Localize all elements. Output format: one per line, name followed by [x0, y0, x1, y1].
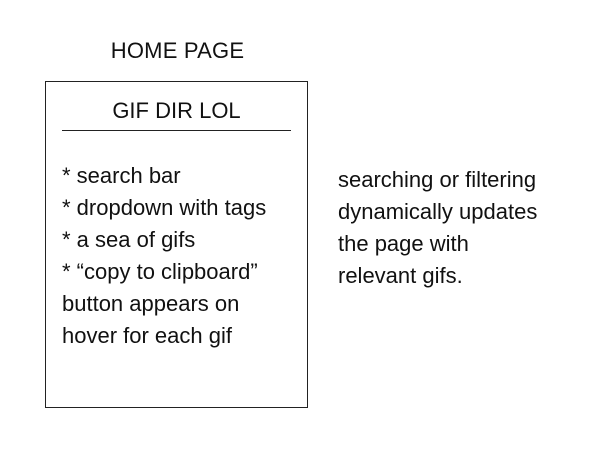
annotation-line: the page with	[338, 231, 469, 256]
page-title: HOME PAGE	[110, 38, 245, 63]
home-page-wireframe: GIF DIR LOL * search bar * dropdown with…	[45, 81, 308, 408]
annotation-line: searching or filtering	[338, 167, 537, 192]
feature-copy-button-cont-1: button appears on	[62, 291, 240, 316]
feature-gif-grid: * a sea of gifs	[62, 227, 196, 252]
annotation-line: relevant gifs.	[338, 263, 463, 288]
feature-tag-dropdown: * dropdown with tags	[62, 195, 267, 220]
behavior-annotation: searching or filtering dynamically updat…	[338, 164, 537, 292]
annotation-line: dynamically updates	[338, 199, 538, 224]
wireframe-divider	[62, 130, 291, 131]
wireframe-feature-list: * search bar * dropdown with tags * a se…	[62, 160, 266, 352]
feature-copy-button: * “copy to clipboard”	[62, 259, 258, 284]
feature-search-bar: * search bar	[62, 163, 181, 188]
feature-copy-button-cont-2: hover for each gif	[62, 323, 232, 348]
wireframe-site-title: GIF DIR LOL	[112, 98, 241, 123]
